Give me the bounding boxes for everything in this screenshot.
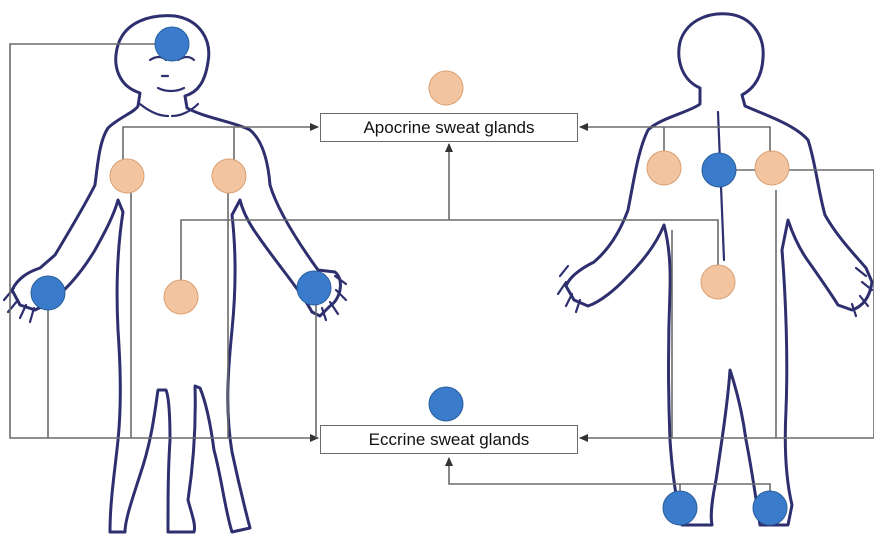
back-right-armpit-apocrine — [755, 151, 789, 185]
apocrine-label-box: Apocrine sweat glands — [320, 113, 578, 142]
front-right-armpit-apocrine — [212, 159, 246, 193]
front-body-outline — [12, 16, 340, 532]
back-left-sole-eccrine — [663, 491, 697, 525]
eccrine-label: Eccrine sweat glands — [369, 430, 530, 450]
eccrine-legend-dot — [429, 387, 463, 421]
eccrine-label-box: Eccrine sweat glands — [320, 425, 578, 454]
front-face-features — [150, 57, 194, 91]
back-right-sole-eccrine — [753, 491, 787, 525]
back-groin-apocrine — [701, 265, 735, 299]
connector-soles-eccrine — [449, 458, 770, 505]
apocrine-legend-dot — [429, 71, 463, 105]
apocrine-label: Apocrine sweat glands — [363, 118, 534, 138]
front-left-armpit-apocrine — [110, 159, 144, 193]
front-collar-lines — [140, 104, 198, 116]
front-groin-apocrine — [164, 280, 198, 314]
front-forehead-eccrine — [155, 27, 189, 61]
back-upper-back-eccrine — [702, 153, 736, 187]
connector-forehead-eccrine — [10, 44, 318, 438]
front-body-figure — [4, 16, 346, 532]
back-left-armpit-apocrine — [647, 151, 681, 185]
front-right-palm-eccrine — [297, 271, 331, 305]
front-left-palm-eccrine — [31, 276, 65, 310]
connector-groin-apocrine — [181, 220, 718, 295]
